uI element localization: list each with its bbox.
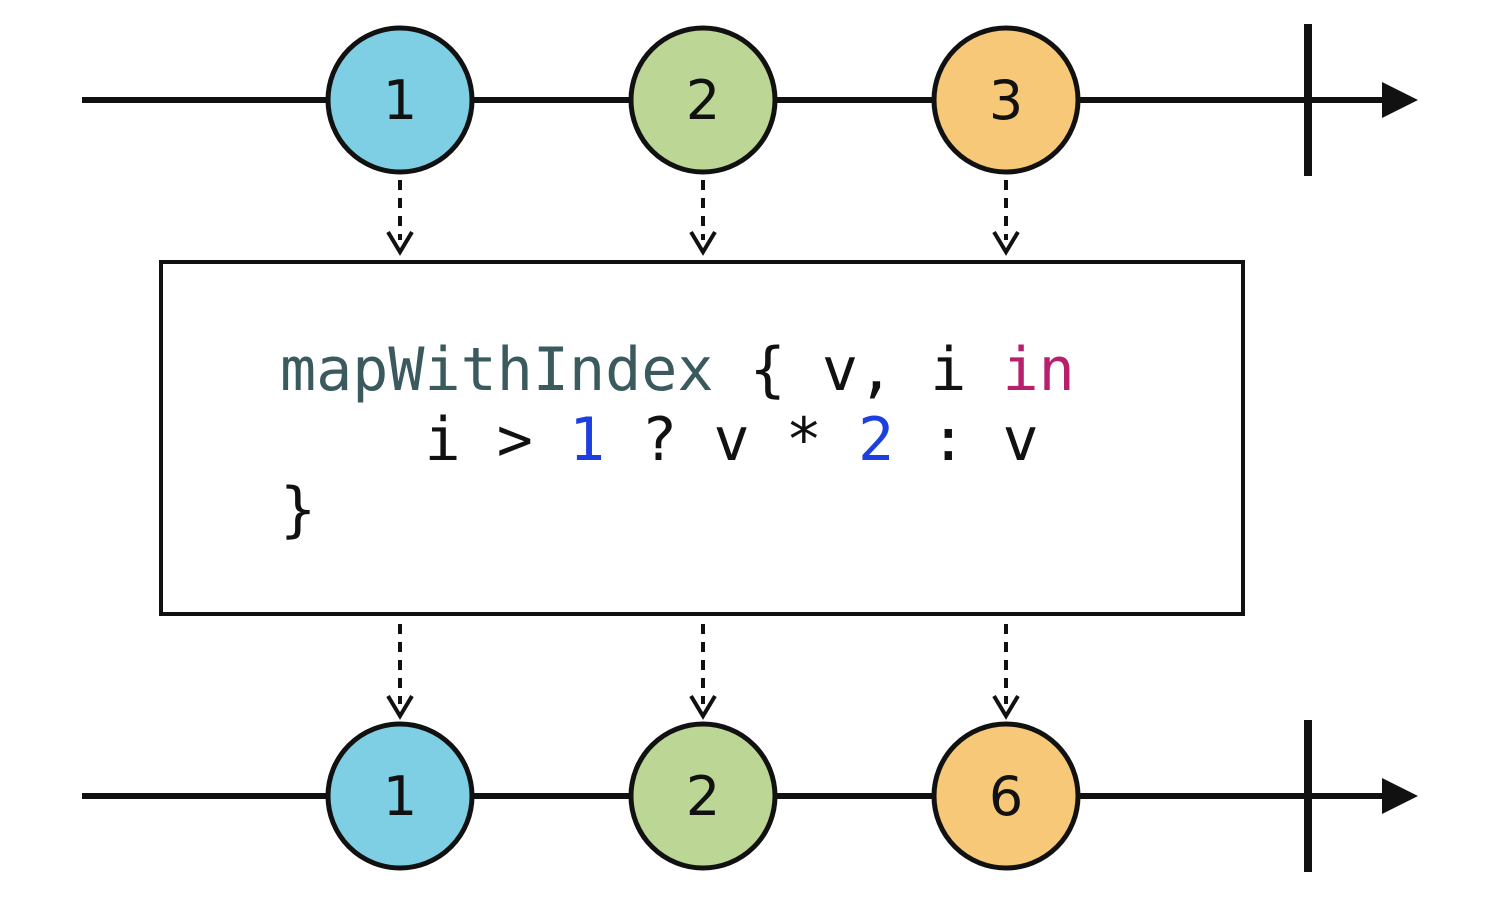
input-marble-2-circle	[628, 25, 778, 175]
output-marble-1-label: 1	[383, 765, 417, 828]
code-number-1: 1	[569, 405, 606, 475]
input-marble-2: 2	[628, 25, 778, 175]
arrowhead-3-out	[992, 694, 1020, 720]
output-marbles: 1 2 6	[325, 721, 1081, 871]
input-marble-2-label: 2	[686, 69, 720, 132]
output-marble-3: 6	[931, 721, 1081, 871]
arrowhead-1-out	[386, 694, 414, 720]
input-marble-1: 1	[325, 25, 475, 175]
input-marble-1-circle	[325, 25, 475, 175]
input-timeline-arrowhead	[1382, 82, 1418, 118]
output-marble-2: 2	[628, 721, 778, 871]
code-else: : v	[894, 405, 1039, 475]
output-marble-2-circle	[628, 721, 778, 871]
code-condition: i >	[424, 405, 569, 475]
code-number-2: 2	[858, 405, 895, 475]
code-indent	[280, 405, 425, 475]
code-closure-params: { v, i	[713, 335, 1003, 405]
operator-code: mapWithIndex { v, i in i > 1 ? v * 2 : v…	[280, 335, 1075, 545]
input-marbles: 1 2 3	[325, 25, 1081, 175]
output-marble-2-label: 2	[686, 765, 720, 828]
arrowhead-1-in	[386, 230, 414, 256]
operator-box	[159, 260, 1245, 616]
arrowhead-2-out	[689, 694, 717, 720]
code-closing-brace: }	[280, 475, 317, 545]
output-marble-3-label: 6	[989, 765, 1023, 828]
operator-to-output-arrows	[386, 624, 1020, 720]
input-marble-1-label: 1	[383, 69, 417, 132]
code-function-name: mapWithIndex	[280, 335, 714, 405]
input-marble-3-circle	[931, 25, 1081, 175]
output-marble-1: 1	[325, 721, 475, 871]
arrowhead-2-in	[689, 230, 717, 256]
code-ternary: ? v *	[605, 405, 858, 475]
arrowhead-3-in	[992, 230, 1020, 256]
output-timeline-arrowhead	[1382, 778, 1418, 814]
input-to-operator-arrows	[386, 180, 1020, 256]
input-marble-3: 3	[931, 25, 1081, 175]
code-keyword-in: in	[1002, 335, 1075, 405]
input-marble-3-label: 3	[989, 69, 1023, 132]
output-marble-3-circle	[931, 721, 1081, 871]
output-marble-1-circle	[325, 721, 475, 871]
